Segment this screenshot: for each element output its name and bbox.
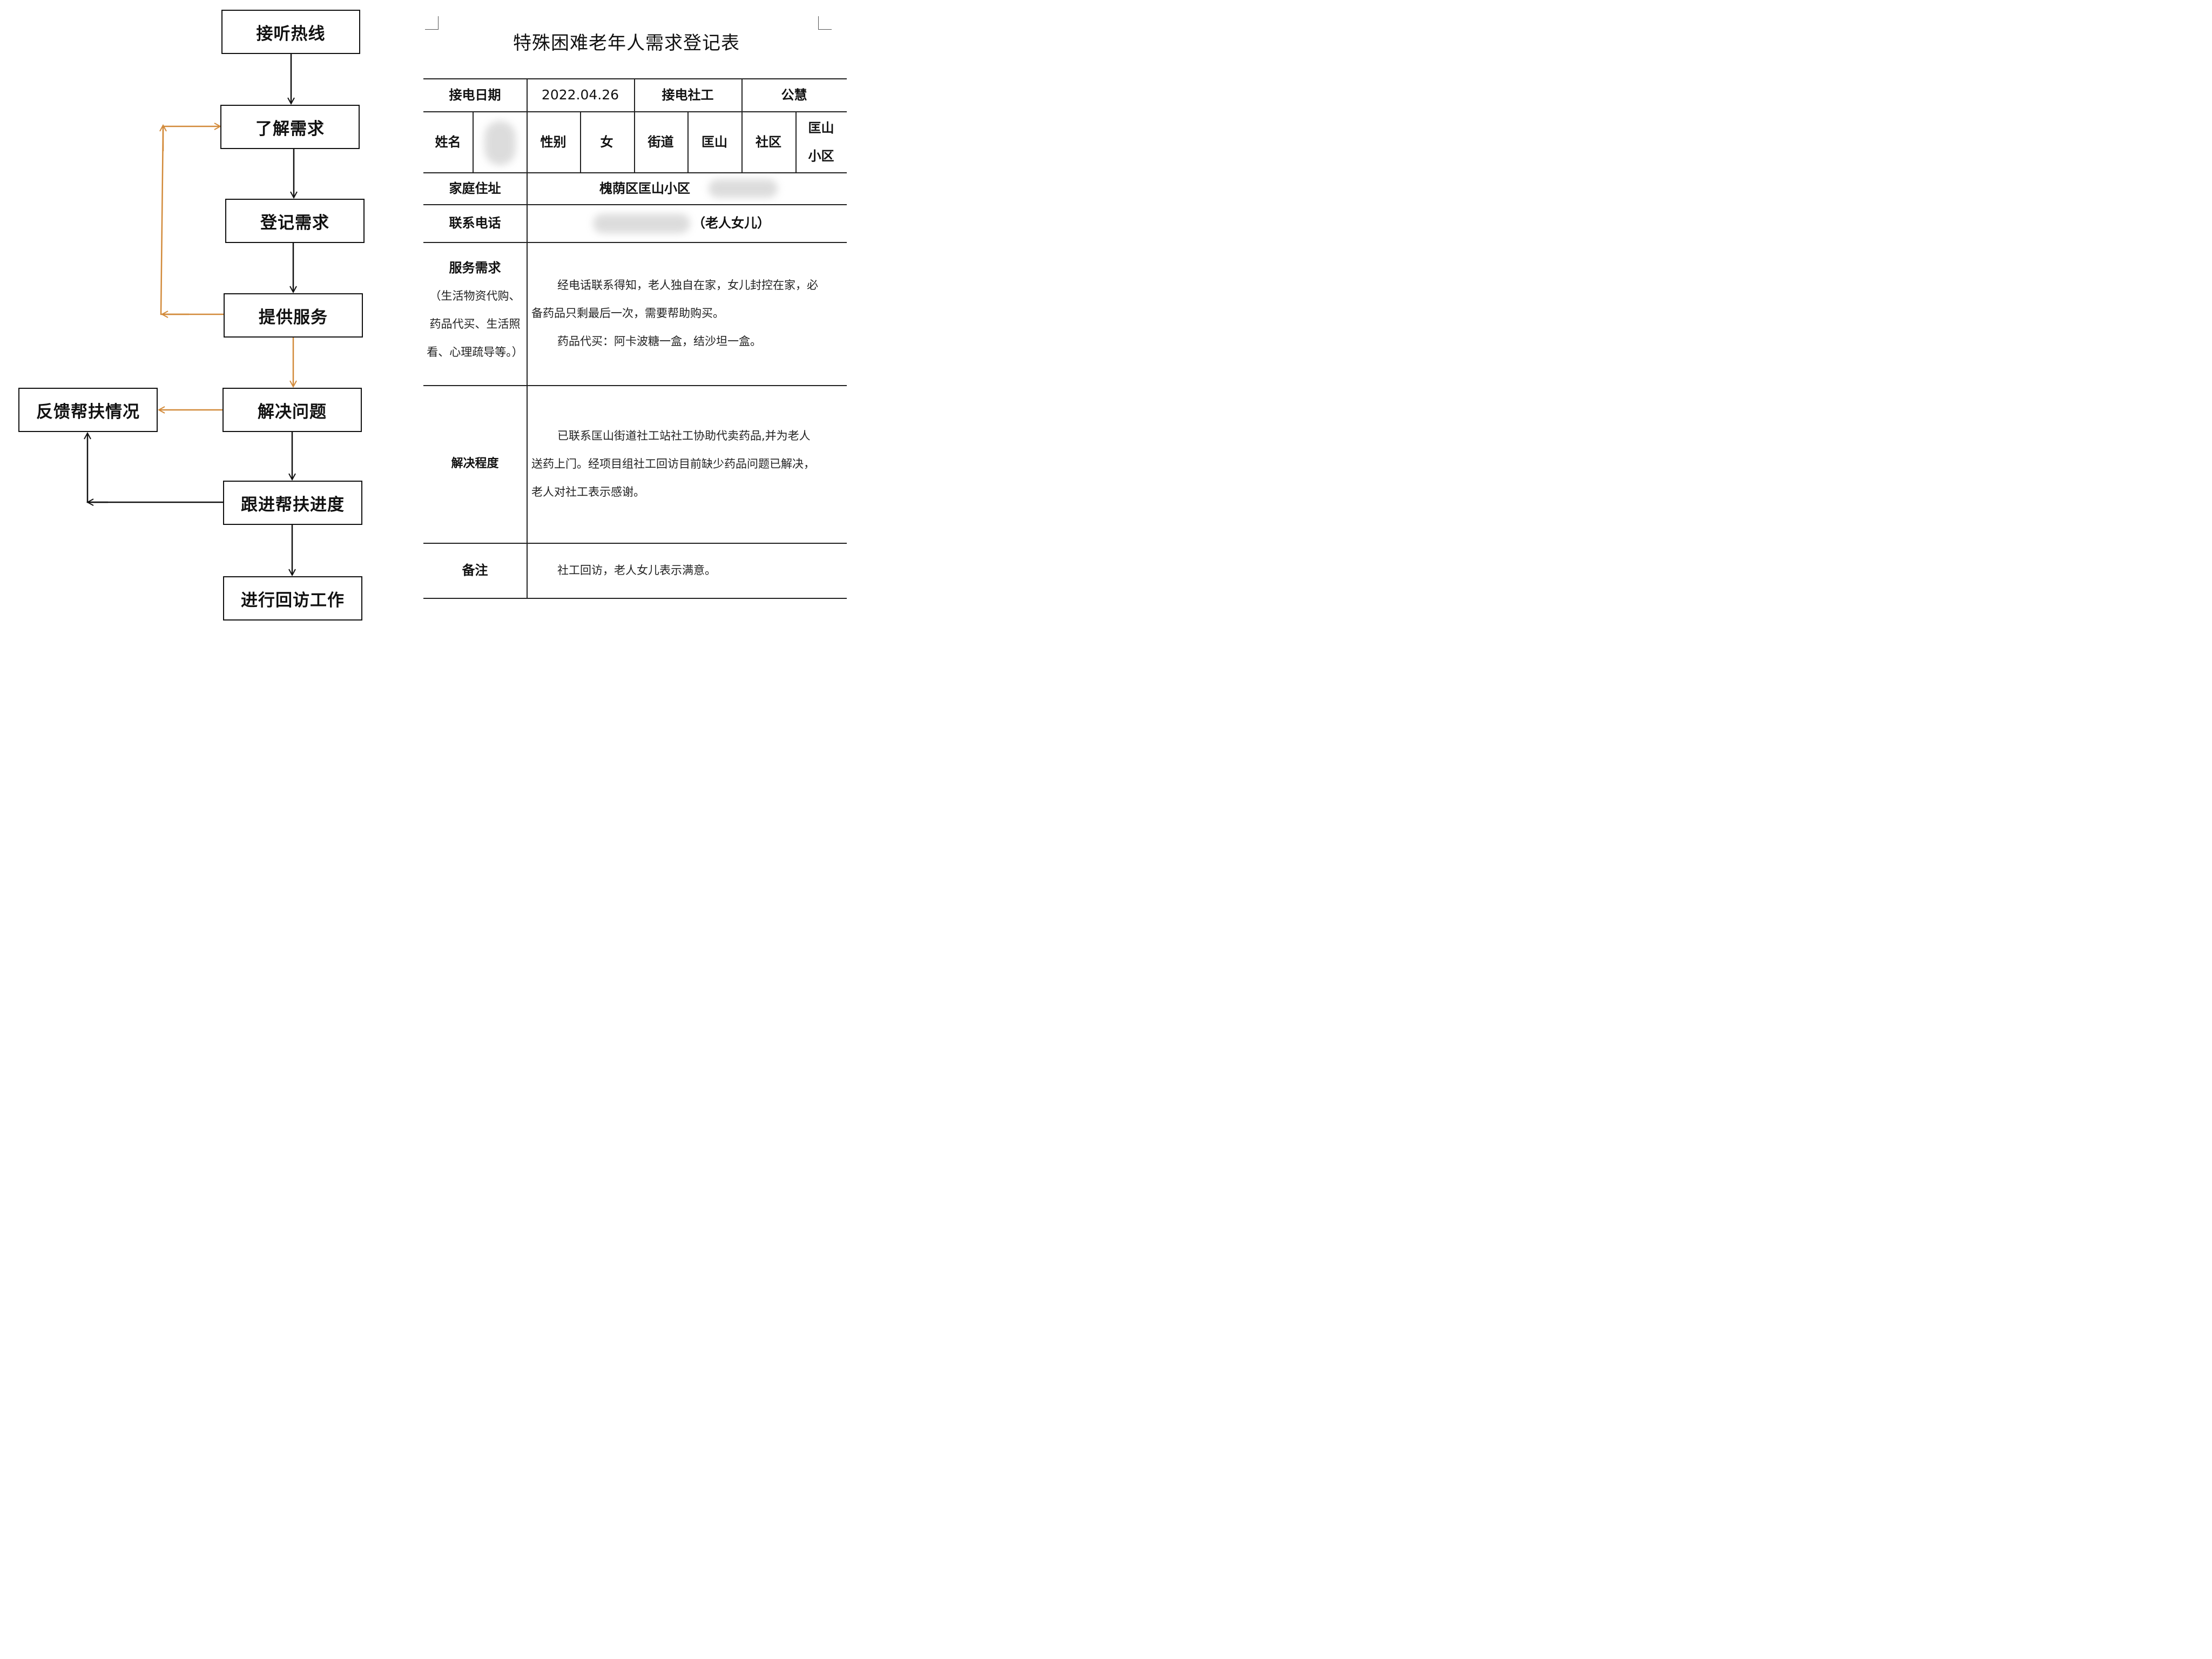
- loop-service-to-understand: [160, 126, 224, 315]
- service-label: 服务需求: [449, 260, 501, 275]
- table-line: [423, 242, 847, 243]
- resolution-text-line1: 已联系匡山街道社工站社工协助代卖药品,并为老人: [557, 429, 811, 442]
- address-value: 槐荫区匡山小区: [599, 180, 690, 196]
- table-line: [741, 78, 743, 172]
- resolution-label: 解决程度: [451, 457, 499, 470]
- gender-value: 女: [600, 134, 613, 150]
- node-register-needs: 登记需求: [225, 199, 365, 243]
- address-redacted: [709, 179, 778, 198]
- table-line: [795, 111, 797, 172]
- node-feedback: 反馈帮扶情况: [18, 388, 158, 432]
- name-label: 姓名: [435, 134, 461, 150]
- phone-redacted: [593, 214, 690, 233]
- service-text-line3: 药品代买：阿卡波糖一盒，结沙坦一盒。: [557, 335, 761, 348]
- community-label: 社区: [756, 134, 781, 150]
- table-line: [423, 598, 847, 599]
- community-value: 匡山 小区: [795, 111, 847, 172]
- table-line: [423, 543, 847, 544]
- community-value-line1: 匡山: [808, 120, 834, 136]
- node-provide-service: 提供服务: [224, 293, 363, 338]
- gender-label: 性别: [540, 134, 567, 150]
- form-title: 特殊困难老年人需求登记表: [513, 32, 740, 54]
- table-line: [580, 111, 581, 172]
- worker-value: 公慧: [781, 87, 807, 103]
- service-text-line2: 备药品只剩最后一次，需要帮助购买。: [531, 307, 724, 320]
- flowchart-connectors: [0, 54, 427, 635]
- address-label: 家庭住址: [449, 180, 501, 196]
- community-value-line2: 小区: [808, 148, 834, 164]
- service-label-cell: 服务需求 （生活物资代购、 药品代买、生活照 看、心理疏导等。）: [423, 254, 527, 366]
- service-sub-line3: 看、心理疏导等。）: [427, 346, 523, 359]
- table-line: [423, 111, 847, 112]
- table-line: [527, 78, 528, 598]
- phone-value: （老人女儿）: [692, 215, 770, 231]
- street-label: 街道: [648, 134, 674, 150]
- table-line: [423, 385, 847, 386]
- table-line: [423, 78, 847, 79]
- table-line: [423, 204, 847, 205]
- resolution-text-line3: 老人对社工表示感谢。: [531, 485, 645, 498]
- page-corner-mark-left: [425, 16, 439, 30]
- node-solve-problem: 解决问题: [222, 388, 362, 432]
- resolution-text-line2: 送药上门。经项目组社工回访目前缺少药品问题已解决，: [531, 457, 815, 470]
- date-label: 接电日期: [449, 87, 501, 103]
- node-answer-hotline: 接听热线: [221, 10, 360, 54]
- date-value: 2022.04.26: [541, 86, 619, 103]
- page-corner-mark-right: [818, 16, 832, 30]
- table-line: [687, 111, 689, 172]
- node-return-visit: 进行回访工作: [223, 576, 362, 621]
- street-value: 匡山: [702, 134, 727, 150]
- node-understand-needs: 了解需求: [220, 105, 360, 149]
- remarks-text: 社工回访，老人女儿表示满意。: [557, 564, 716, 577]
- service-sub-line2: 药品代买、生活照: [429, 318, 521, 331]
- service-sub-line1: （生活物资代购、: [429, 289, 521, 302]
- phone-label: 联系电话: [449, 215, 501, 231]
- name-redacted: [484, 121, 516, 165]
- table-line: [473, 111, 474, 172]
- node-follow-up: 跟进帮扶进度: [223, 481, 362, 525]
- worker-label: 接电社工: [662, 87, 714, 103]
- arrow-followup-to-feedback: [87, 433, 223, 503]
- remarks-label: 备注: [462, 563, 488, 578]
- service-text-line1: 经电话联系得知，老人独自在家，女儿封控在家，必: [557, 279, 818, 292]
- table-line: [634, 78, 635, 172]
- table-line: [423, 172, 847, 173]
